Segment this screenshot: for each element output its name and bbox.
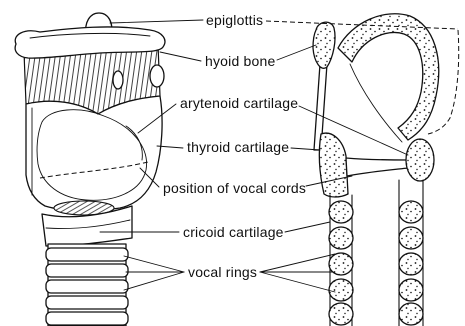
label-hyoid-bone: hyoid bone (205, 53, 276, 69)
left-vocal-ring (46, 264, 128, 277)
right-ring-section-front (329, 227, 353, 249)
right-ring-section-back (399, 227, 423, 249)
right-arytenoid-cartilage (406, 139, 434, 181)
left-vocal-ring (46, 312, 128, 325)
labels: epiglottis hyoid bone arytenoid cartilag… (163, 12, 306, 280)
right-posterior-cartilage (338, 14, 439, 140)
label-cricoid-cartilage: cricoid cartilage (183, 224, 284, 240)
right-ring-section-back (399, 303, 423, 325)
vocal-rings-leader-right (260, 272, 335, 292)
vocal-rings-leader-left (124, 272, 184, 290)
right-ring-section-front (329, 303, 353, 325)
cricoid-leader-right (285, 222, 330, 232)
right-ring-section-back (399, 201, 423, 223)
label-epiglottis: epiglottis (206, 12, 263, 28)
left-vocal-ring (46, 248, 128, 261)
hyoid-leader-right (277, 45, 316, 60)
label-arytenoid-cartilage: arytenoid cartilage (180, 95, 298, 111)
left-vocal-ring (46, 280, 128, 293)
epiglottis-leader-left (110, 20, 203, 23)
vocal-rings-leader-left (124, 256, 184, 272)
vocal-rings-leader-right (260, 254, 335, 272)
right-ring-section-front (329, 201, 353, 223)
membrane-foramen (113, 71, 123, 89)
right-thyroid-cartilage (319, 133, 348, 197)
left-larynx-anterior-view (15, 13, 165, 326)
right-vocal-fold (346, 158, 408, 176)
vestibule-contour (350, 64, 402, 142)
label-thyroid-cartilage: thyroid cartilage (187, 139, 289, 155)
right-ring-section-back (399, 253, 423, 275)
right-ring-section-back (399, 279, 423, 301)
superior-horn (150, 65, 164, 87)
hyoid-leader-left (160, 52, 201, 61)
left-thyroid-cartilage (26, 96, 162, 211)
left-vocal-ring (46, 296, 128, 309)
label-position-of-vocal-cords: position of vocal cords (163, 180, 306, 196)
right-ring-section-front (329, 279, 353, 301)
right-larynx-sagittal-section (313, 14, 459, 326)
label-vocal-rings: vocal rings (188, 264, 257, 280)
